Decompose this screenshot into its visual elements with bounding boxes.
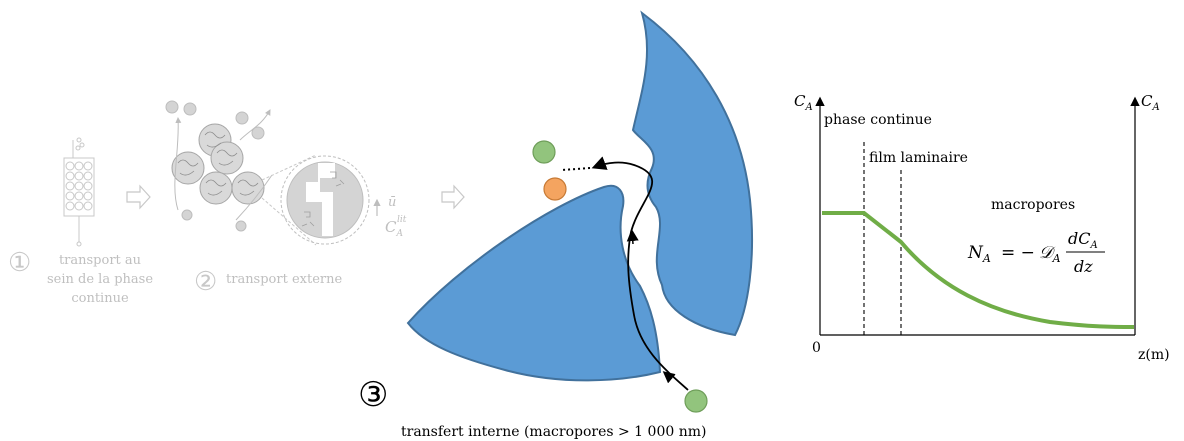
origin-label: 0	[812, 340, 821, 356]
y-axis-left-label: CA	[794, 92, 813, 113]
step1-number: ①	[8, 248, 31, 278]
step2-number: ②	[194, 267, 217, 297]
eq-diffusivity: 𝒟A	[1039, 243, 1061, 265]
eq-equals-minus: = −	[1001, 243, 1035, 263]
step1-label-line2: sein de la phase	[47, 272, 153, 287]
hollow-arrow-icon	[126, 184, 151, 210]
step3-number: ③	[358, 375, 388, 415]
eq-numerator: dCA	[1068, 229, 1098, 251]
diffusion-path-dotted	[561, 167, 591, 171]
step3-label: transfert interne (macropores > 1 000 nm…	[401, 424, 706, 440]
region-continuous-phase: phase continue	[824, 112, 932, 128]
step2-label: transport externe	[226, 272, 342, 287]
porous-particle	[406, 10, 754, 382]
hollow-arrow-icon	[441, 184, 465, 210]
molecule-orange	[543, 177, 567, 201]
region-macropores: macropores	[991, 197, 1075, 213]
x-axis-label: z(m)	[1138, 347, 1170, 363]
path-low-arrow	[662, 371, 676, 384]
y-axis-right-label: CA	[1141, 92, 1160, 113]
path-mid-arrow	[626, 229, 639, 245]
particle-upper-fragment	[631, 10, 754, 337]
region-laminar-film: film laminaire	[869, 150, 968, 166]
external-transport-illustration	[165, 100, 370, 246]
step1-label-line3: continue	[71, 291, 129, 306]
flux-equation: NA = − 𝒟A dCA dz	[967, 229, 1105, 276]
molecule-green-top	[532, 140, 556, 164]
particle-lower-fragment	[406, 184, 662, 382]
packed-column-icon	[63, 137, 95, 247]
velocity-symbol: ū	[388, 195, 396, 210]
concentration-curve	[822, 211, 1135, 329]
eq-flux-symbol: NA	[967, 243, 991, 265]
concentration-graph: CA CA 0 z(m) phase continue film laminai…	[794, 92, 1170, 363]
eq-denominator: dz	[1074, 257, 1093, 276]
bulk-concentration: CAlit	[385, 215, 407, 239]
step1-label-line1: transport au	[59, 253, 141, 268]
molecule-green-bottom	[684, 389, 708, 413]
